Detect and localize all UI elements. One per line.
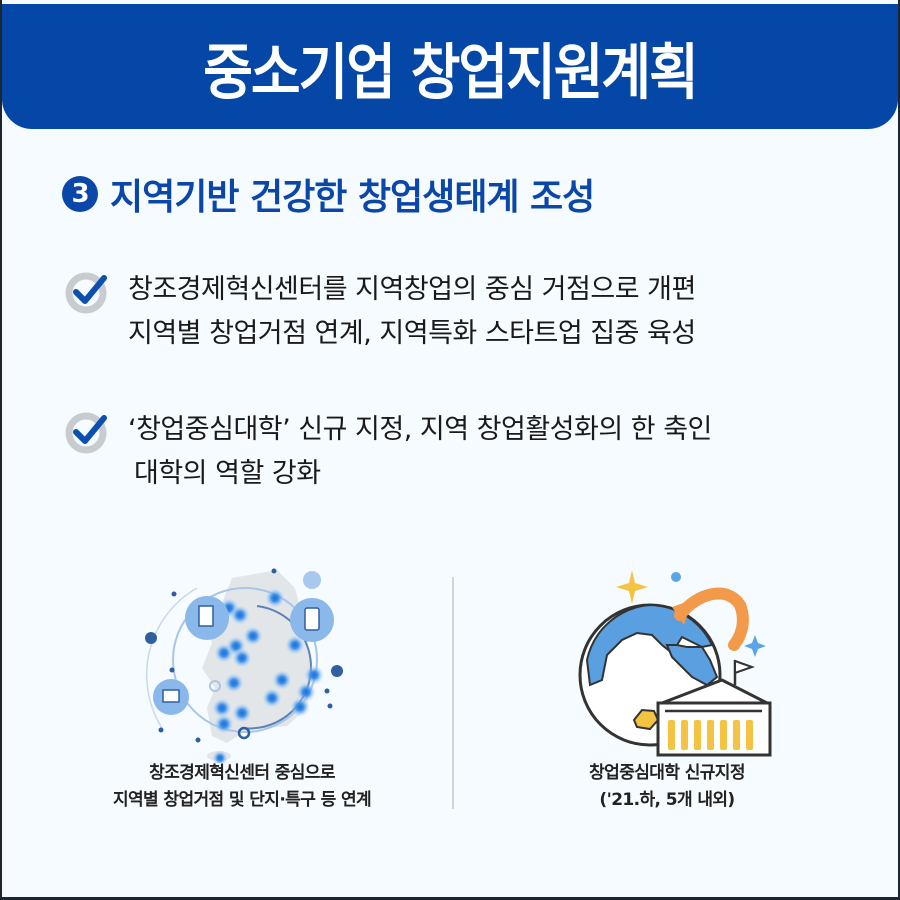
caption-line: 창조경제혁신센터 중심으로 <box>149 763 335 783</box>
page-title: 중소기업 창업지원계획 <box>203 36 699 108</box>
bullet-text-line: 창조경제혁신센터를 지역창업의 중심 거점으로 개편 <box>128 274 696 305</box>
bullet-text-line: ‘창업중심대학’ 신규 지정, 지역 창업활성화의 한 축인 <box>128 414 712 445</box>
globe-university-icon <box>578 570 772 757</box>
check-circle-icon <box>65 412 107 454</box>
bullet-text-line: 지역별 창업거점 연계, 지역특화 스타트업 집중 육성 <box>128 318 696 349</box>
map-caption: 창조경제혁신센터 중심으로 지역별 창업거점 및 단지·특구 등 연계 <box>62 760 422 814</box>
caption-line: 창업중심대학 신규지정 <box>589 763 745 783</box>
caption-line: ('21.하, 5개 내외) <box>599 790 735 810</box>
bullet-text-line: 대학의 역할 강화 <box>134 458 321 489</box>
check-circle-icon <box>65 272 107 314</box>
section-title: 지역기반 건강한 창업생태계 조성 <box>110 177 595 218</box>
bullet-item: ‘창업중심대학’ 신규 지정, 지역 창업활성화의 한 축인 대학의 역할 강화 <box>64 408 712 496</box>
section-number-badge: 3 <box>62 176 98 212</box>
caption-line: 지역별 창업거점 및 단지·특구 등 연계 <box>112 790 372 810</box>
korea-network-map-icon <box>145 568 343 763</box>
section-heading: 3 지역기반 건강한 창업생태계 조성 <box>62 168 595 220</box>
university-caption: 창업중심대학 신규지정 ('21.하, 5개 내외) <box>537 760 797 814</box>
header-banner: 중소기업 창업지원계획 <box>2 4 898 129</box>
bullet-item: 창조경제혁신센터를 지역창업의 중심 거점으로 개편 지역별 창업거점 연계, … <box>64 268 696 356</box>
column-divider <box>452 577 454 809</box>
